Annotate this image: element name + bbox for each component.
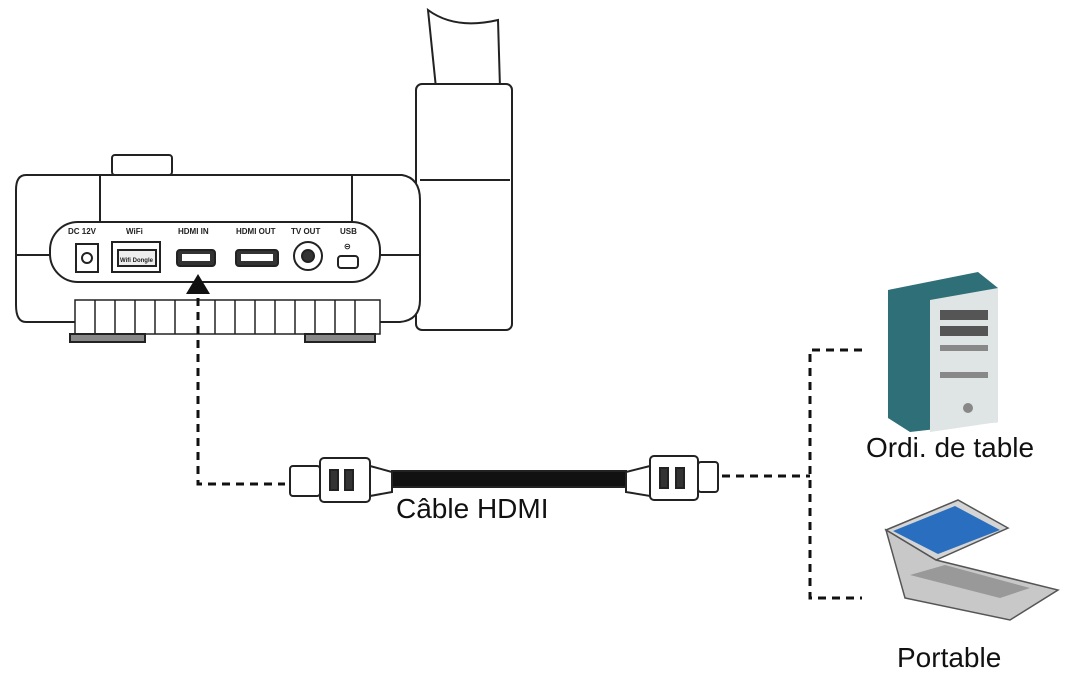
arrow-up-icon [186, 274, 210, 294]
cable-label: Câble HDMI [396, 493, 549, 524]
camera-base [15, 154, 421, 343]
vent-grille [74, 299, 381, 335]
port-panel: DC 12V WiFi HDMI IN HDMI OUT TV OUT USB … [68, 227, 359, 294]
desktop-label: Ordi. de table [866, 432, 1035, 463]
svg-text:⊝: ⊝ [344, 242, 351, 251]
port-label-wifi: WiFi [126, 227, 143, 236]
wifi-dongle-label: Wifi Dongle [120, 258, 154, 264]
usb-port [337, 255, 359, 269]
hdmi-cable [289, 455, 719, 503]
laptop-label: Portable [897, 642, 1002, 673]
camera-arm [415, 7, 513, 331]
port-label-tv-out: TV OUT [291, 227, 320, 236]
port-label-usb: USB [340, 227, 357, 236]
port-label-dc: DC 12V [68, 227, 97, 236]
dashed-connections [196, 298, 862, 600]
port-label-hdmi-out: HDMI OUT [236, 227, 276, 236]
desktop-computer-icon [888, 272, 998, 432]
laptop-icon [884, 499, 1060, 621]
port-label-hdmi-in: HDMI IN [178, 227, 209, 236]
